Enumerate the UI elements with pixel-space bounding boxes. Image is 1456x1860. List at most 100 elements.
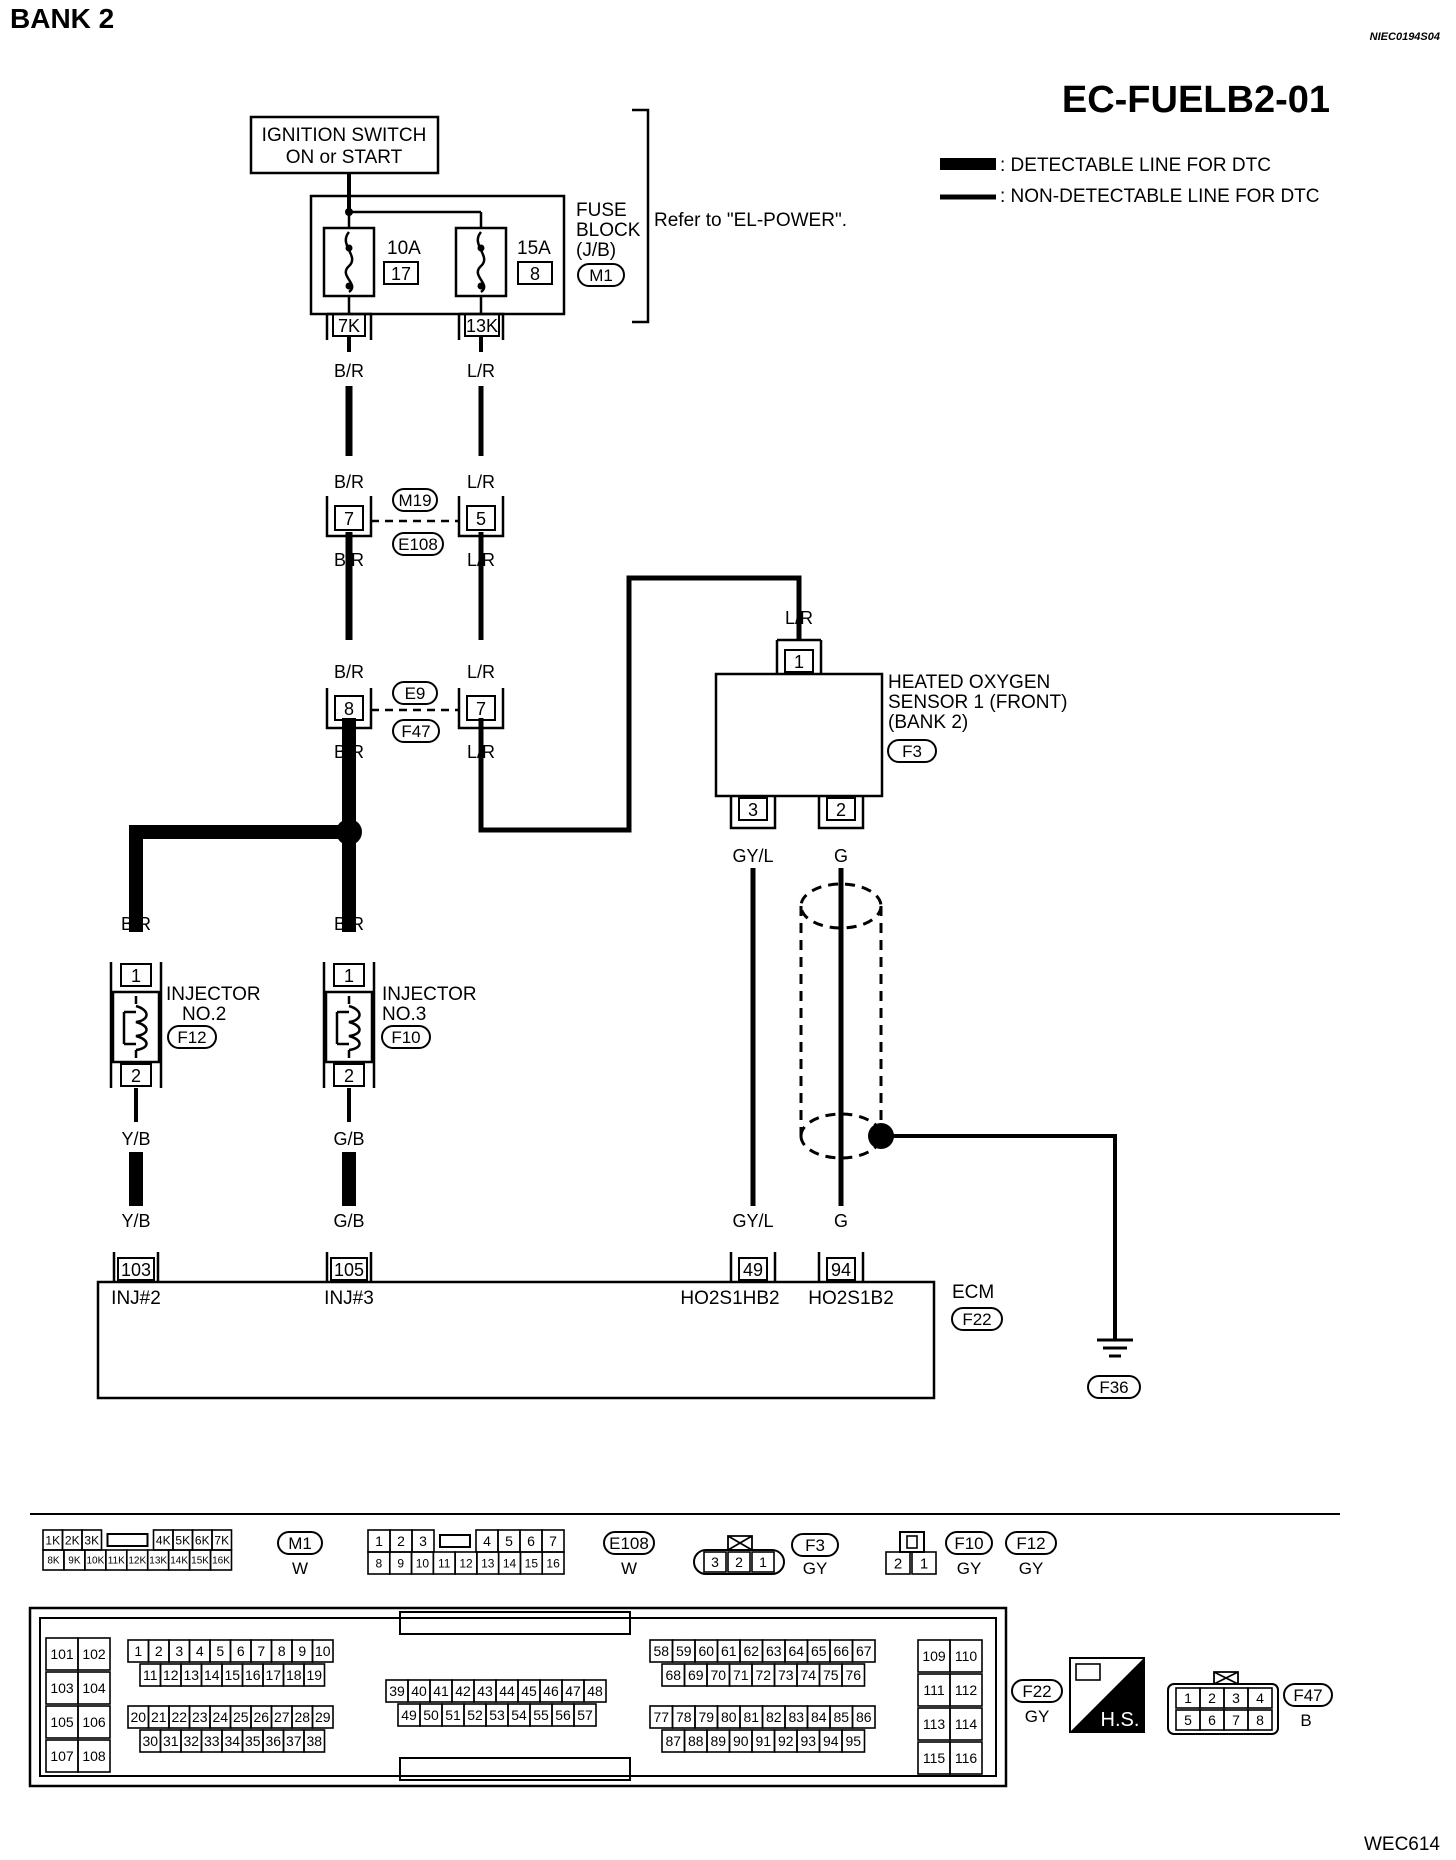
f12-code: F12 bbox=[1016, 1534, 1045, 1553]
f3-pin-1: 1 bbox=[759, 1554, 767, 1570]
f22-pin-8: 8 bbox=[278, 1643, 286, 1659]
j1-connector-top: M19 bbox=[398, 491, 431, 510]
f22-pin-112: 112 bbox=[955, 1682, 978, 1698]
terminal-7k-label: 7K bbox=[338, 316, 360, 336]
f22-pin-34: 34 bbox=[224, 1733, 240, 1749]
f22-pin-65: 65 bbox=[811, 1643, 827, 1659]
f22-pin-42: 42 bbox=[455, 1683, 471, 1699]
terminal-13k-label: 13K bbox=[466, 316, 498, 336]
f22-pin-55: 55 bbox=[533, 1707, 549, 1723]
f22-pin-107: 107 bbox=[50, 1748, 74, 1764]
f10-pin-2: 2 bbox=[894, 1555, 902, 1572]
f22-pin-103: 103 bbox=[50, 1680, 74, 1696]
e108-pin-15: 15 bbox=[525, 1556, 539, 1570]
f22-pin-101: 101 bbox=[50, 1646, 74, 1662]
e108-pin-10: 10 bbox=[416, 1556, 430, 1570]
junction-e9-f47: B/R L/R 8 7 E9 F47 B/R L/R bbox=[325, 662, 505, 762]
wire-label-gb-1: G/B bbox=[333, 1129, 364, 1149]
j1-pin-left: 7 bbox=[344, 509, 354, 529]
f12-color: GY bbox=[1019, 1559, 1044, 1578]
legend-detectable: : DETECTABLE LINE FOR DTC bbox=[1000, 155, 1271, 176]
f22-pin-31: 31 bbox=[163, 1733, 179, 1749]
f22-pin-71: 71 bbox=[733, 1667, 749, 1683]
e108-pin-11: 11 bbox=[438, 1556, 451, 1570]
f47-pin-4: 4 bbox=[1256, 1690, 1264, 1706]
f22-pin-102: 102 bbox=[82, 1646, 106, 1662]
hs-label: H.S. bbox=[1101, 1709, 1140, 1731]
inj2-pin-top: 1 bbox=[131, 966, 141, 986]
f22-pin-106: 106 bbox=[82, 1714, 106, 1730]
wire-label-lr-1: L/R bbox=[467, 361, 495, 381]
ignition-switch: IGNITION SWITCH ON or START bbox=[249, 115, 440, 175]
heated-oxygen-sensor: L/R 1 3 2 HEATED OXYGEN SENSOR 1 (FRONT)… bbox=[714, 608, 1067, 830]
e108-pin-8: 8 bbox=[376, 1556, 383, 1570]
f47-pin-2: 2 bbox=[1208, 1690, 1216, 1706]
wire-label-g-1: G bbox=[834, 846, 848, 866]
f22-color: GY bbox=[1025, 1707, 1050, 1726]
f22-pin-62: 62 bbox=[743, 1643, 759, 1659]
m1-pin-2K: 2K bbox=[65, 1533, 80, 1547]
fuse-2-rating: 15A bbox=[517, 238, 551, 259]
f22-pin-5: 5 bbox=[216, 1643, 224, 1659]
f22-pin-54: 54 bbox=[511, 1707, 527, 1723]
ecm-signal-ho2s1b2: HO2S1B2 bbox=[808, 1288, 894, 1309]
e108-code: E108 bbox=[609, 1534, 649, 1553]
fuse-block-connector: M1 bbox=[589, 266, 613, 285]
bank-label: BANK 2 bbox=[10, 3, 114, 34]
fuse-block-line1: FUSE bbox=[576, 200, 627, 221]
f22-pin-68: 68 bbox=[665, 1667, 681, 1683]
m1-pin-7K: 7K bbox=[214, 1533, 229, 1547]
wire-label-yb-2: Y/B bbox=[121, 1211, 150, 1231]
wire-label-lr-4: L/R bbox=[467, 662, 495, 682]
f22-pin-78: 78 bbox=[676, 1709, 692, 1725]
f22-code: F22 bbox=[1022, 1682, 1051, 1701]
f22-pin-33: 33 bbox=[204, 1733, 220, 1749]
splice-point bbox=[336, 819, 362, 845]
f22-pin-52: 52 bbox=[467, 1707, 483, 1723]
sensor-label-line1: HEATED OXYGEN bbox=[888, 672, 1050, 693]
m1-pin-16K: 16K bbox=[212, 1556, 230, 1567]
f22-pin-113: 113 bbox=[923, 1716, 946, 1732]
f22-pin-92: 92 bbox=[778, 1733, 794, 1749]
wire-label-lr-5: L/R bbox=[467, 742, 495, 762]
f22-pin-74: 74 bbox=[800, 1667, 816, 1683]
f22-pin-9: 9 bbox=[298, 1643, 306, 1659]
f22-pin-85: 85 bbox=[833, 1709, 849, 1725]
f22-pin-29: 29 bbox=[315, 1709, 331, 1725]
sensor-connector: F3 bbox=[902, 742, 922, 761]
j2-connector-bottom: F47 bbox=[401, 722, 430, 741]
f22-pin-109: 109 bbox=[922, 1648, 946, 1664]
inj2-pin-bottom: 2 bbox=[131, 1066, 141, 1086]
injector-coil-icon bbox=[135, 1004, 148, 1052]
f22-pin-2: 2 bbox=[155, 1643, 163, 1659]
m1-pin-12K: 12K bbox=[128, 1556, 146, 1567]
f10-color: GY bbox=[957, 1559, 982, 1578]
f47-pin-3: 3 bbox=[1232, 1690, 1240, 1706]
ecm-pin-103: 103 bbox=[121, 1260, 151, 1280]
e108-pin-1: 1 bbox=[375, 1533, 383, 1549]
f22-pin-53: 53 bbox=[489, 1707, 505, 1723]
injector-no2: B/R 1 2 INJECTOR NO.2 F12 bbox=[109, 914, 261, 1088]
injector-coil-icon bbox=[348, 1004, 361, 1052]
f22-pin-57: 57 bbox=[577, 1707, 593, 1723]
f22-pin-84: 84 bbox=[811, 1709, 827, 1725]
f22-pin-76: 76 bbox=[845, 1667, 861, 1683]
f22-pin-59: 59 bbox=[676, 1643, 692, 1659]
e108-pin-6: 6 bbox=[527, 1533, 535, 1549]
f22-pin-43: 43 bbox=[477, 1683, 493, 1699]
e108-pin-2: 2 bbox=[397, 1533, 405, 1549]
f22-pin-25: 25 bbox=[233, 1709, 249, 1725]
f47-color: B bbox=[1300, 1711, 1311, 1730]
f22-pin-16: 16 bbox=[245, 1667, 261, 1683]
m1-pin-3K: 3K bbox=[84, 1533, 99, 1547]
wire-label-br-4: B/R bbox=[334, 662, 364, 682]
f22-pin-17: 17 bbox=[265, 1667, 281, 1683]
f22-pin-58: 58 bbox=[653, 1643, 669, 1659]
m1-color: W bbox=[292, 1559, 308, 1578]
ignition-line1: IGNITION SWITCH bbox=[262, 125, 427, 146]
f22-pin-73: 73 bbox=[778, 1667, 794, 1683]
